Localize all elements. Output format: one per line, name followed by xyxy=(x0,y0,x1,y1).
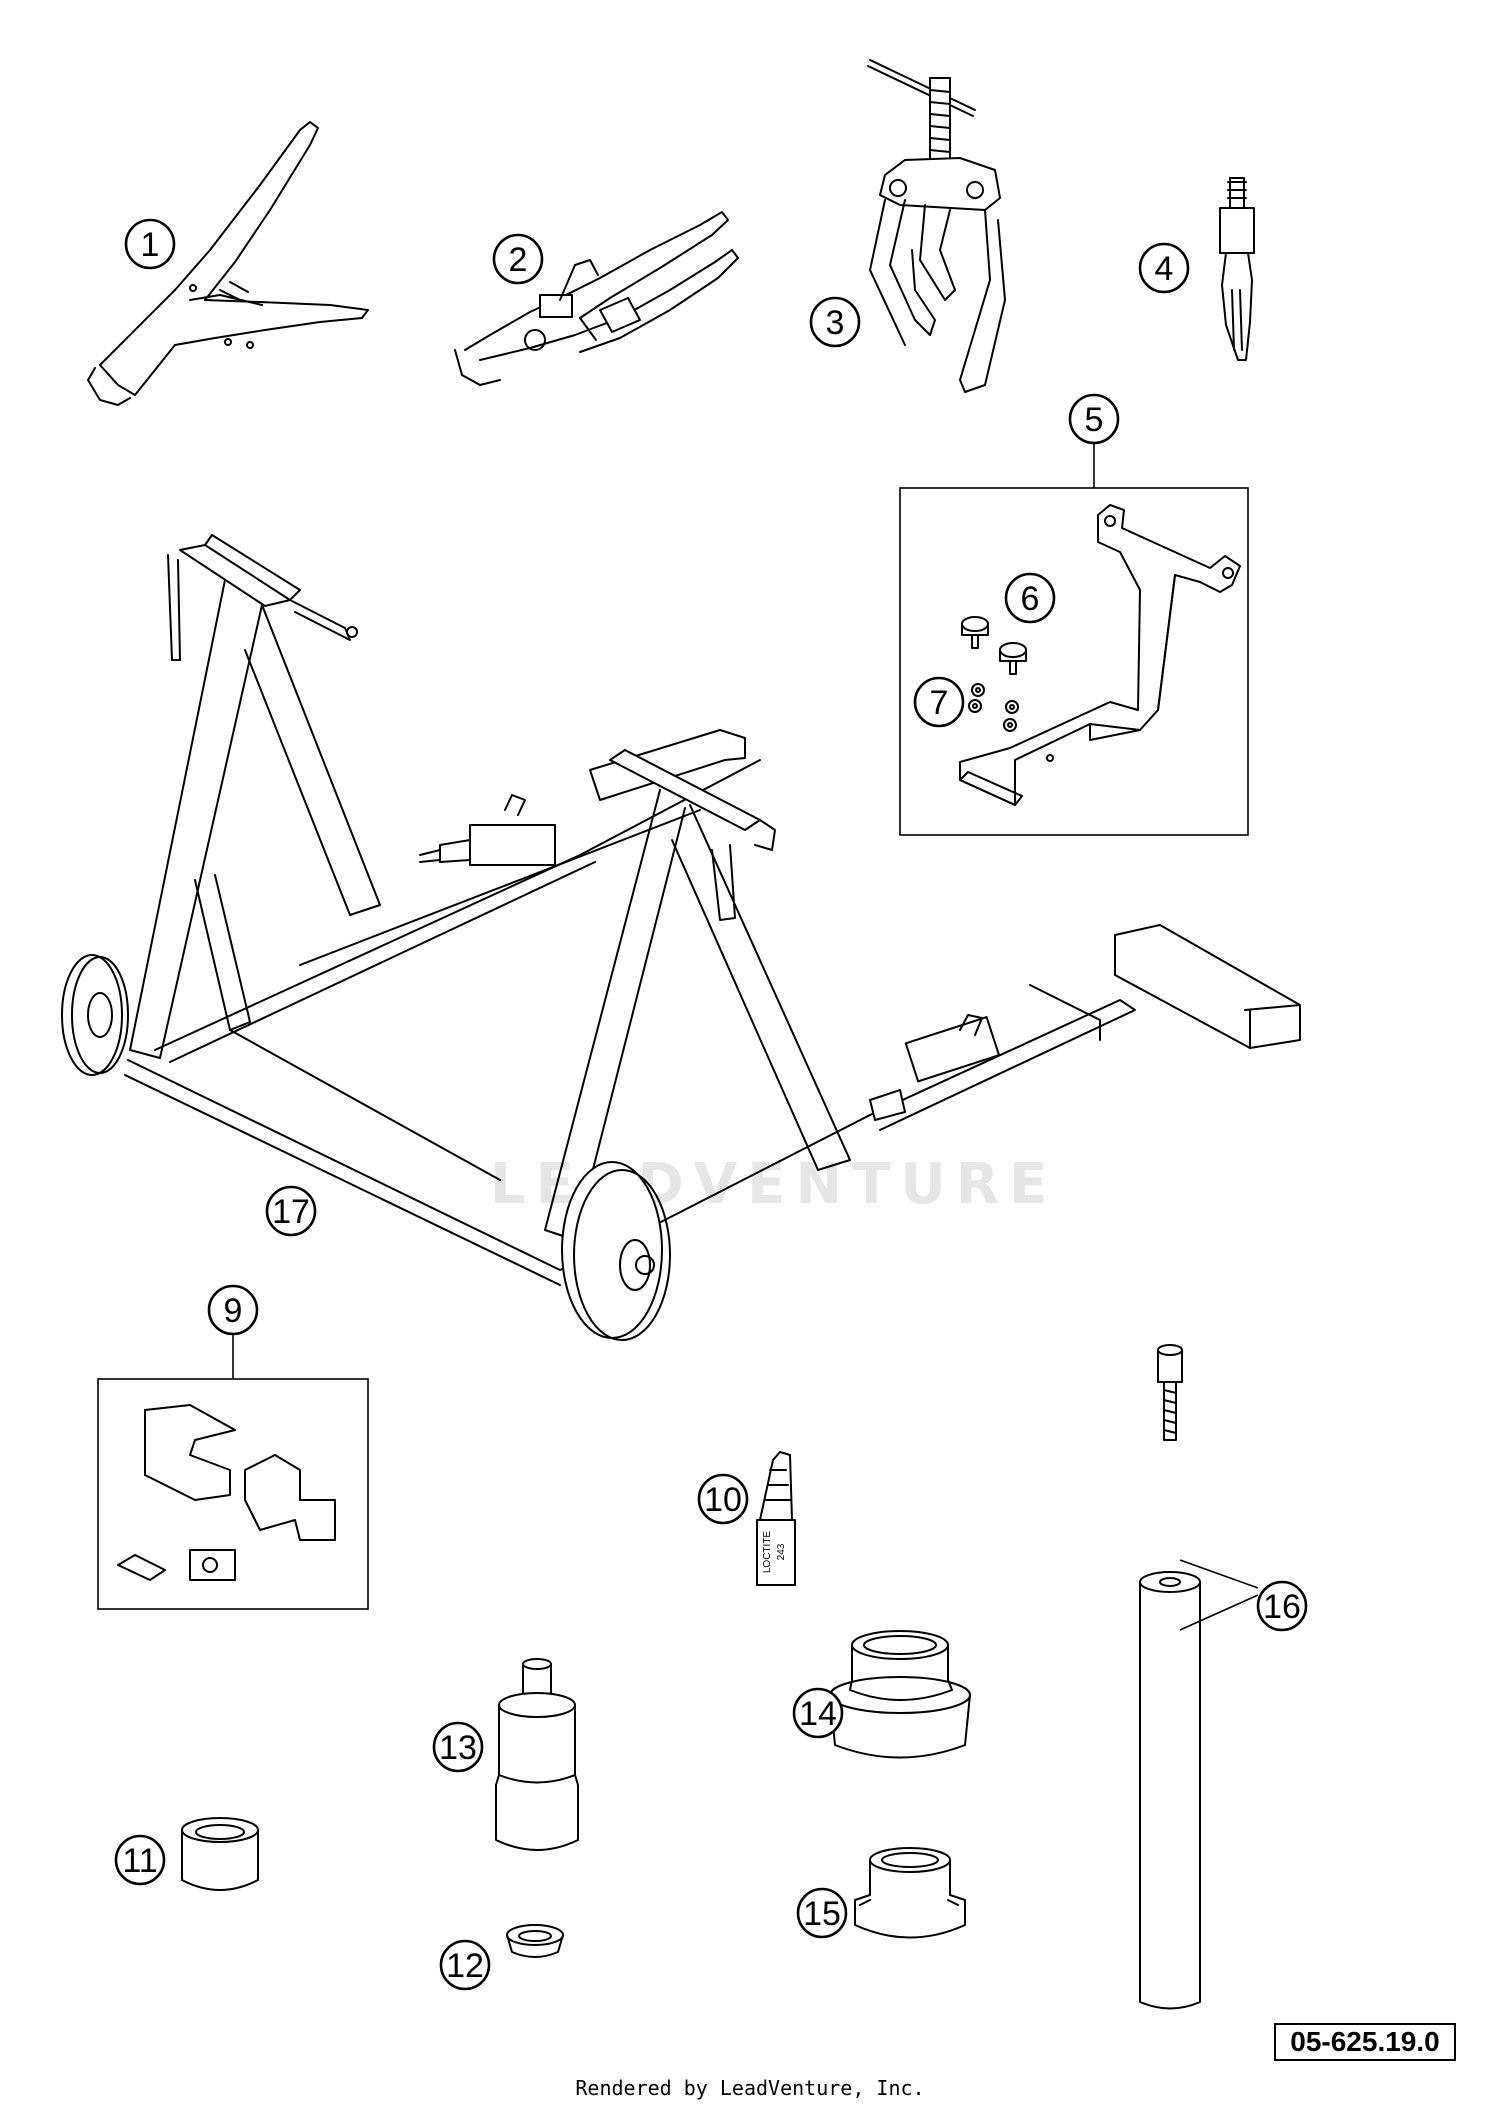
loctite-label-2: 243 xyxy=(776,1543,787,1560)
part-nuts xyxy=(968,683,1019,732)
svg-text:14: 14 xyxy=(799,1695,837,1733)
callout-11: 11 xyxy=(114,1834,166,1886)
callout-10: 10 xyxy=(697,1473,749,1525)
part-gear-puller xyxy=(867,59,1006,393)
svg-text:17: 17 xyxy=(272,1193,310,1231)
svg-text:16: 16 xyxy=(1263,1588,1301,1626)
part-extension-rod-and-bolt xyxy=(1139,1344,1201,2010)
svg-text:10: 10 xyxy=(704,1481,742,1519)
render-credit: Rendered by LeadVenture, Inc. xyxy=(575,2076,925,2100)
part-sleeve xyxy=(181,1817,259,1891)
svg-text:12: 12 xyxy=(446,1947,484,1985)
callout-12: 12 xyxy=(439,1939,491,1991)
part-slide-hammer xyxy=(1219,177,1255,361)
callout-3: 3 xyxy=(809,296,861,348)
svg-text:4: 4 xyxy=(1155,250,1174,288)
svg-text:15: 15 xyxy=(803,1895,841,1933)
bracket-kit-frame xyxy=(899,487,1249,836)
part-bushing xyxy=(506,1924,564,1958)
callout-7: 7 xyxy=(913,676,965,728)
svg-text:2: 2 xyxy=(509,241,528,279)
callout-4: 4 xyxy=(1138,242,1190,294)
part-work-stand xyxy=(61,534,1301,1341)
callout-14: 14 xyxy=(792,1687,844,1739)
part-press-drift xyxy=(829,1630,971,1759)
svg-text:13: 13 xyxy=(439,1729,477,1767)
callout-16: 16 xyxy=(1256,1580,1308,1632)
callout-1: 1 xyxy=(124,218,176,270)
part-adapter-bolts xyxy=(961,616,1027,675)
svg-text:5: 5 xyxy=(1085,401,1104,439)
svg-text:7: 7 xyxy=(930,684,949,722)
svg-text:1: 1 xyxy=(141,226,160,264)
callout-17: 17 xyxy=(265,1185,317,1237)
svg-text:9: 9 xyxy=(224,1292,243,1330)
drawing-number: 05-625.19.0 xyxy=(1274,2023,1456,2061)
part-loctite-tube xyxy=(756,1451,796,1586)
loctite-label-1: LOCTITE xyxy=(762,1531,773,1574)
part-hose-clamp-pliers xyxy=(454,211,739,386)
callout-13: 13 xyxy=(432,1721,484,1773)
svg-text:11: 11 xyxy=(122,1842,157,1880)
svg-text:6: 6 xyxy=(1021,580,1040,618)
svg-text:3: 3 xyxy=(826,304,845,342)
part-mounting-kit xyxy=(117,1404,336,1581)
part-stepped-mandrel xyxy=(495,1658,579,1851)
callout-6: 6 xyxy=(1004,572,1056,624)
part-pliers xyxy=(87,121,369,406)
callout-15: 15 xyxy=(796,1887,848,1939)
callout-5: 5 xyxy=(1068,393,1120,445)
part-bracket xyxy=(959,504,1241,806)
part-flanged-drift xyxy=(854,1847,966,1939)
callout-9: 9 xyxy=(207,1284,259,1336)
callout-2: 2 xyxy=(492,233,544,285)
